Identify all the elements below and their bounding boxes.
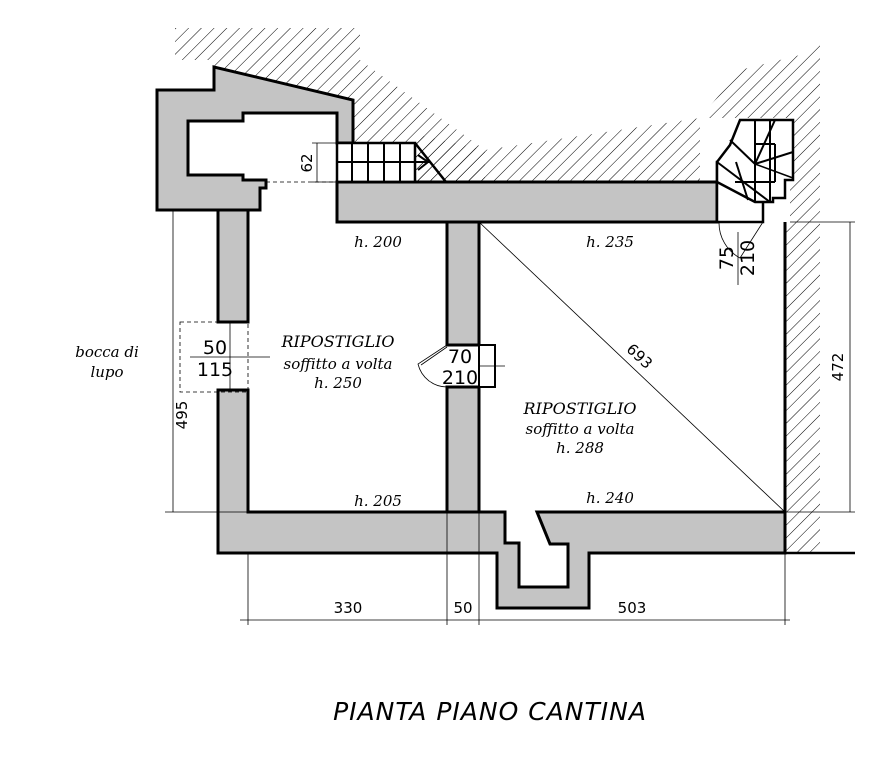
dim-bottom-2: 50	[453, 599, 472, 617]
page-title: PIANTA PIANO CANTINA	[333, 697, 647, 726]
dimension-lines	[165, 142, 855, 625]
light-well-height: 115	[197, 359, 233, 381]
light-well	[179, 321, 249, 393]
height-bottom-left: h. 205	[354, 492, 402, 510]
height-top-left: h. 200	[354, 233, 402, 251]
dim-bottom-1: 330	[334, 599, 363, 617]
arrow-icon	[417, 154, 430, 171]
light-well-label-1: bocca di	[75, 343, 139, 361]
light-well-label-2: lupo	[90, 363, 123, 381]
dim-left: 495	[173, 401, 191, 430]
room2-ceiling: soffitto a volta	[526, 420, 635, 438]
wall-left-upper	[216, 208, 250, 324]
wall-middle-lower	[445, 385, 481, 514]
stairs-spiral	[715, 118, 795, 224]
room2-height: h. 288	[556, 439, 604, 457]
door-inner	[417, 344, 505, 388]
wall-middle-upper	[445, 220, 481, 347]
door-stair	[718, 221, 764, 259]
room1-name: RIPOSTIGLIO	[280, 332, 394, 351]
room1-height: h. 250	[314, 374, 362, 392]
stair-door-height: 210	[737, 240, 759, 276]
walls	[155, 65, 855, 610]
room1-ceiling: soffitto a volta	[284, 355, 393, 373]
height-bottom-right: h. 240	[586, 489, 634, 507]
wall-top-left-block	[155, 65, 355, 212]
wall-top	[335, 180, 719, 224]
stair-door-width: 75	[716, 246, 738, 270]
height-top-right: h. 235	[586, 233, 634, 251]
inner-door-width: 70	[448, 346, 472, 368]
inner-door-height: 210	[442, 367, 478, 389]
wall-left-lower-bottom	[216, 388, 787, 610]
dim-right: 472	[829, 353, 847, 382]
dim-stair-depth: 62	[298, 153, 316, 172]
stairs-straight	[335, 141, 449, 184]
dim-diagonal: 693	[623, 340, 656, 373]
light-well-width: 50	[203, 337, 227, 359]
room2-name: RIPOSTIGLIO	[522, 399, 636, 418]
dim-bottom-3: 503	[618, 599, 647, 617]
